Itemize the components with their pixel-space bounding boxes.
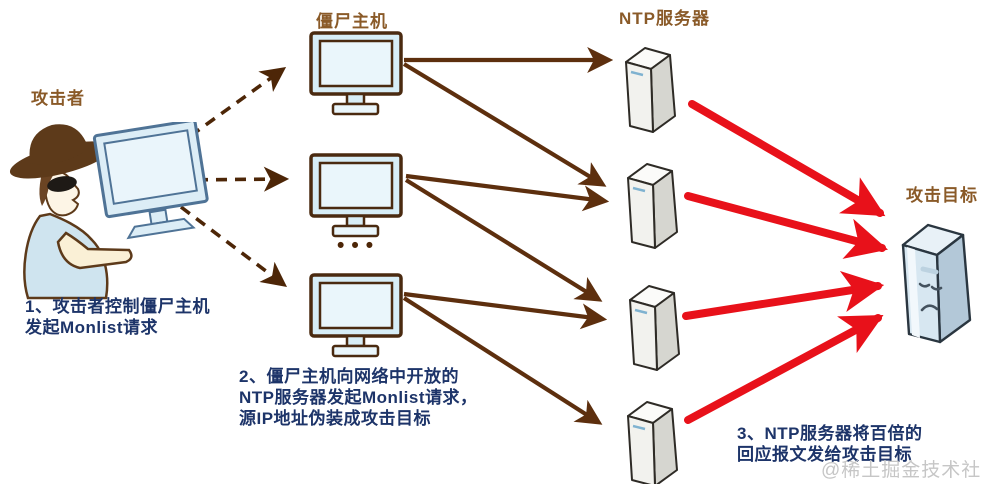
arrow-zombie2-to-ntp3: [404, 178, 603, 302]
monitor-base: [331, 224, 380, 238]
ntp-server-3: [629, 285, 680, 371]
monitor-stand: [345, 214, 366, 228]
server-led-slot: [632, 186, 646, 193]
step-3-text: 3、NTP服务器将百倍的 回应报文发给攻击目标: [737, 424, 923, 465]
zombie-host-2: [309, 153, 403, 238]
arrow-zombie1-to-ntp2: [402, 62, 607, 187]
red-arrow-ntp4-to-target: [684, 314, 884, 424]
server-led-slot: [632, 424, 646, 431]
ntp-servers-label: NTP服务器: [619, 9, 710, 28]
sunglasses-icon: [47, 176, 77, 192]
zombie-host-3: [309, 273, 403, 358]
server-led-slot: [630, 70, 644, 77]
monitor-base: [331, 102, 380, 116]
red-arrow-ntp1-to-target: [688, 100, 886, 217]
monitor-stand: [345, 334, 366, 348]
target-highlight-stripe: [907, 247, 920, 338]
zombie-host-1: [309, 31, 403, 116]
monitor-base: [331, 344, 380, 358]
attacker-figure: [9, 122, 209, 300]
arrow-zombie3-to-ntp3: [403, 291, 608, 330]
monitor-stand: [345, 92, 366, 106]
monitor-screen: [318, 161, 394, 210]
ntp-server-2: [627, 163, 678, 249]
arrow-zombie3-to-ntp4: [402, 296, 603, 425]
ntp-server-4: [627, 401, 678, 484]
ellipsis-more-hosts: •••: [337, 234, 381, 257]
attacker-monitor: [92, 122, 209, 240]
ntp-server-1: [625, 47, 676, 133]
sad-face-icon: [918, 282, 943, 312]
monitor-screen: [318, 39, 394, 88]
attacker-hat: [9, 124, 112, 179]
arrow-zombie2-to-ntp2: [405, 173, 610, 212]
red-arrow-ntp3-to-target: [682, 270, 885, 320]
dashed-arrow-attacker-to-zombie-3: [179, 205, 288, 288]
watermark-text: @稀土掘金技术社区: [821, 460, 981, 481]
step-2-text: 2、僵尸主机向网络中开放的 NTP服务器发起Monlist请求， 源IP地址伪装…: [239, 367, 478, 429]
attacker-label: 攻击者: [31, 89, 85, 108]
step-1-text: 1、攻击者控制僵尸主机 发起Monlist请求: [25, 297, 210, 338]
red-arrow-ntp2-to-target: [684, 192, 889, 259]
attack-target-label: 攻击目标: [906, 186, 978, 205]
target-slot: [920, 266, 939, 275]
attack-target-server: [901, 223, 972, 344]
monitor-screen: [318, 281, 394, 330]
attacker-arm: [56, 231, 133, 270]
zombie-hosts-label: 僵尸主机: [316, 12, 388, 31]
server-led-slot: [634, 308, 648, 315]
